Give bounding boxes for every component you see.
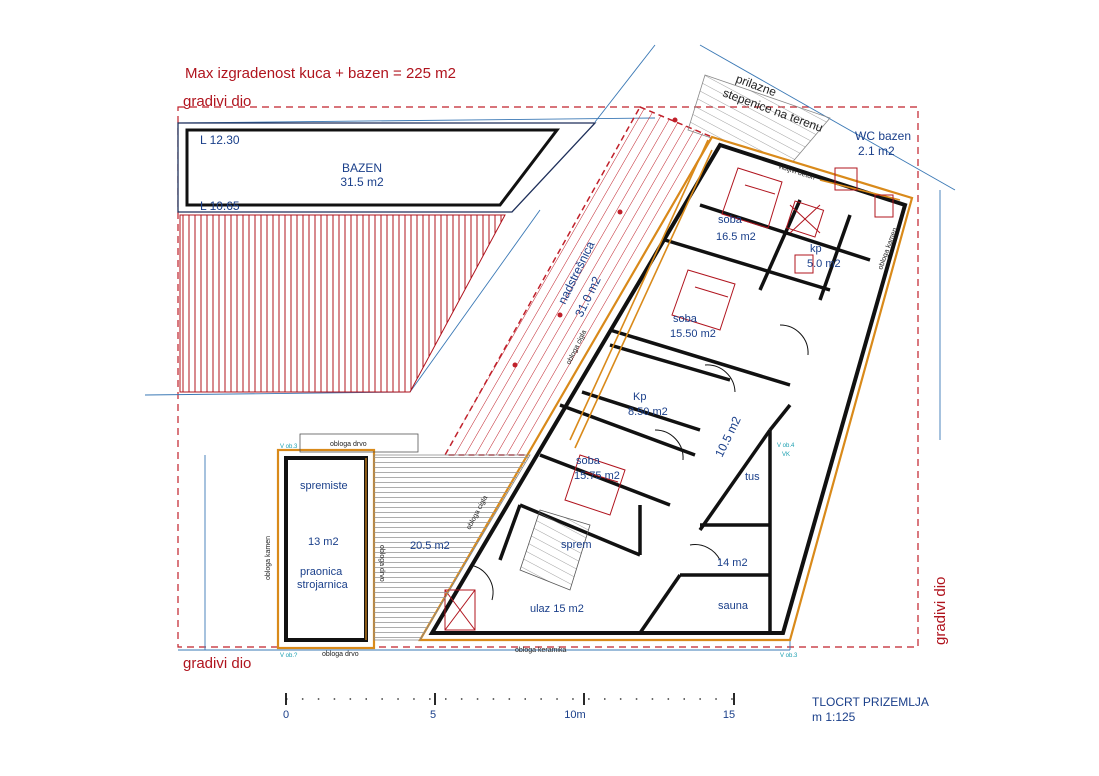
room-soba2-name: soba — [673, 313, 698, 325]
room-soba1-name: soba — [718, 214, 743, 226]
level-mark-4: V ob.? — [280, 653, 298, 659]
wood-cladding-strip — [299, 433, 419, 453]
room-kp2-area: 8.50 m2 — [628, 406, 668, 418]
cladding-stone-left: obloga kamen — [265, 536, 272, 580]
room-sauna-name: sauna — [718, 600, 749, 612]
room-soba3-name: soba — [576, 455, 601, 467]
pool-level-bottom: L 10.65 — [200, 199, 240, 213]
scale-tick-10: 10m — [564, 709, 585, 721]
storage-laundry-block — [276, 448, 376, 650]
cladding-wood-top: obloga drvo — [330, 441, 367, 448]
room-storage-area: 13 m2 — [308, 536, 339, 548]
pool — [177, 122, 597, 393]
room-laundry-line2: strojarnica — [297, 579, 349, 591]
room-soba3-area: 15.75 m2 — [574, 470, 620, 482]
room-kp1-area: 5.0 m2 — [807, 258, 841, 270]
bed-symbols — [564, 167, 783, 516]
wc-area: 2.1 m2 — [858, 144, 895, 158]
pool-name: BAZEN — [342, 161, 382, 175]
room-storage-name: spremiste — [300, 480, 348, 492]
room-entry: ulaz 15 m2 — [530, 603, 584, 615]
pool-level-top: L 12.30 — [200, 133, 240, 147]
level-mark-5: V ob.3 — [780, 653, 798, 659]
room-tus-name: tus — [745, 471, 760, 483]
cladding-wood-bottom: obloga drvo — [322, 651, 359, 658]
level-mark-1: V ob.3 — [280, 444, 298, 450]
terrace-boards — [373, 454, 531, 641]
bathroom-fixtures — [444, 167, 894, 631]
scale-tick-15: 15 — [723, 709, 735, 721]
room-sprem-name: sprem — [561, 539, 592, 551]
room-soba1-area: 16.5 m2 — [716, 231, 756, 243]
terrace-area: 20.5 m2 — [410, 540, 450, 552]
drawing-title: TLOCRT PRIZEMLJA — [812, 695, 929, 709]
drawing-scale: m 1:125 — [812, 710, 856, 724]
wc-name: WC bazen — [855, 129, 911, 143]
zone-label-bottom: gradivi dio — [183, 655, 251, 672]
cladding-ceramic: obloga keramika — [515, 647, 566, 654]
zone-label-right: gradivi dio — [932, 577, 949, 645]
max-buildable-note: Max izgradenost kuca + bazen = 225 m2 — [185, 65, 456, 82]
buildable-zone-outline — [177, 106, 919, 648]
internal-stair — [519, 509, 591, 591]
room-soba2-area: 15.50 m2 — [670, 328, 716, 340]
level-mark-2: V ob.4 — [777, 443, 795, 449]
covered-deck-hatch — [443, 106, 714, 456]
cladding-wood-side: obloga drvo — [378, 545, 385, 582]
scale-tick-0: 0 — [283, 709, 289, 721]
room-spa-area: 14 m2 — [717, 557, 748, 569]
scale-bar: 0 5 10m 15 — [283, 693, 735, 721]
zone-label-top: gradivi dio — [183, 93, 251, 110]
room-kp1-name: kp — [810, 243, 822, 255]
scale-major-ticks — [285, 693, 735, 705]
deck-column-dots — [512, 117, 678, 368]
scale-tick-5: 5 — [430, 709, 436, 721]
room-laundry-line1: praonica — [300, 566, 343, 578]
room-kp2-name: Kp — [633, 391, 646, 403]
level-marks: V ob.3 V ob.4 VK V ob.? V ob.3 — [280, 443, 798, 659]
level-mark-3: VK — [782, 452, 790, 458]
pool-area: 31.5 m2 — [340, 175, 384, 189]
